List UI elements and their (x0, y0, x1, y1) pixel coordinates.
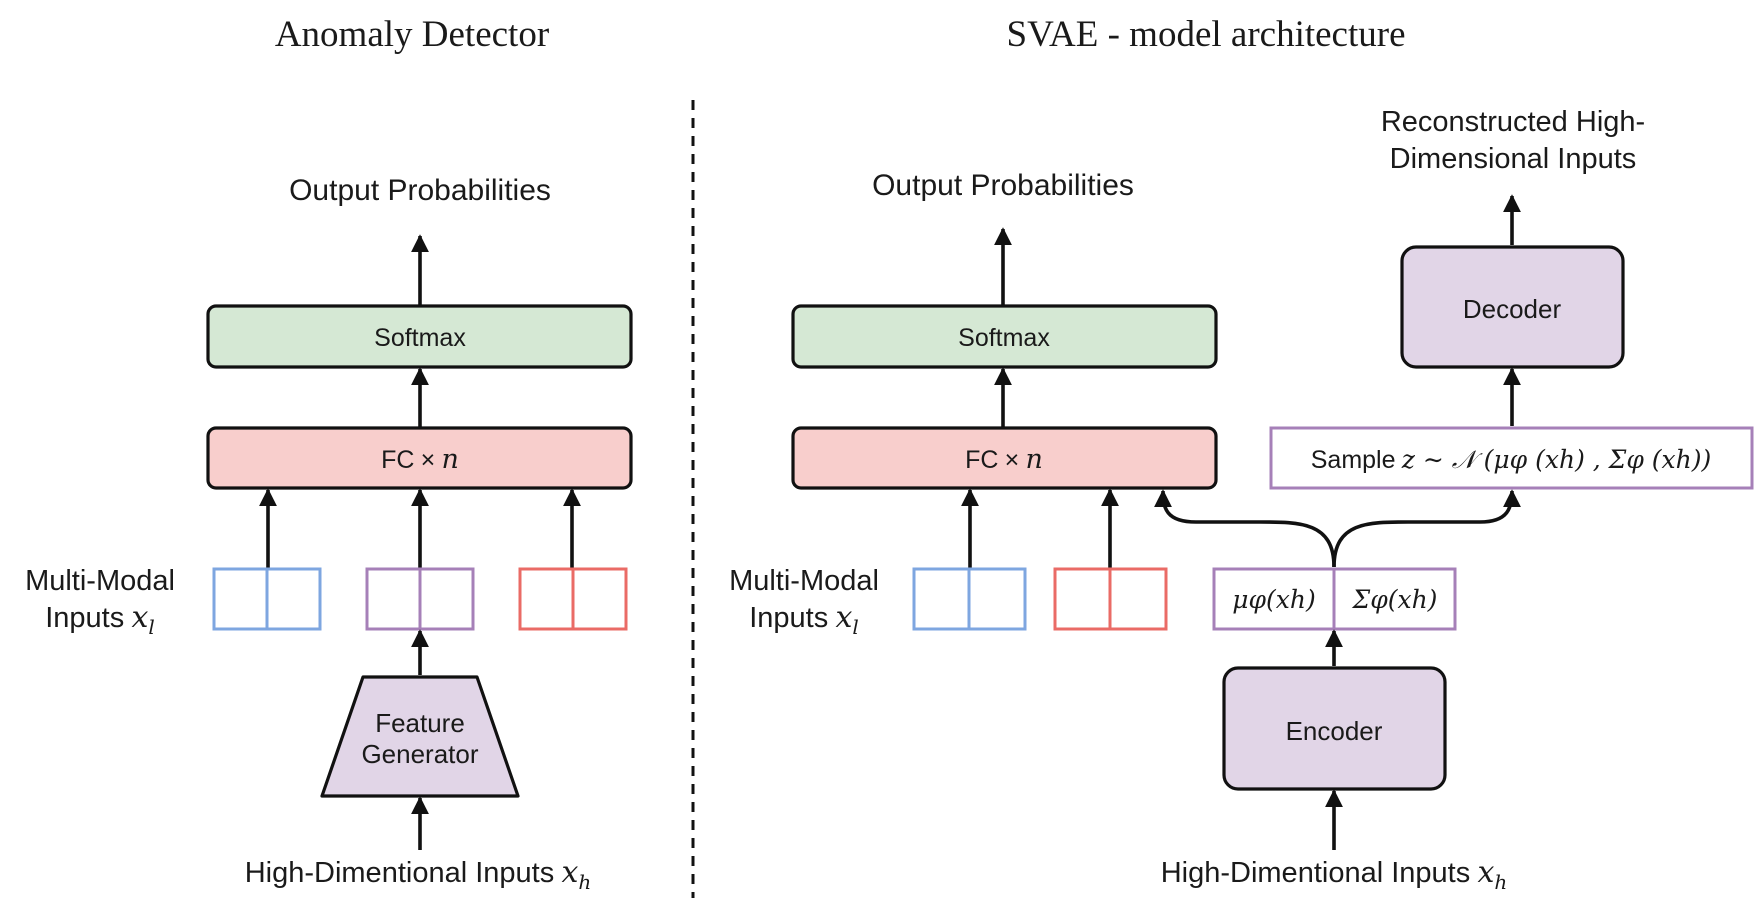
right-softmax-box (791, 304, 1218, 369)
right-fc-label: FC (965, 446, 998, 474)
right-modal-box-red (1053, 567, 1168, 631)
left-multimodal-var: x (131, 600, 148, 635)
left-fc-box (206, 426, 633, 490)
right-title: SVAE - model architecture (1007, 14, 1406, 55)
feature-generator-box (320, 675, 520, 798)
left-multimodal-sub: l (148, 615, 154, 639)
left-fc-times: × (421, 446, 436, 474)
left-bottom-var: x (561, 855, 578, 890)
left-multimodal-line1: Multi-Modal (25, 565, 175, 597)
encoder-box (1222, 666, 1447, 791)
left-softmax-box (206, 304, 633, 369)
left-modal-box-red (518, 567, 628, 631)
left-bottom-sub: h (578, 870, 591, 894)
right-bottom-sub: h (1494, 870, 1507, 894)
left-modal-box-blue (212, 567, 322, 631)
right-fc-n: n (1026, 444, 1043, 475)
right-multimodal-var: x (835, 600, 852, 635)
right-softmax-label: Softmax (958, 324, 1050, 352)
right-fc-text: FC × n (965, 444, 1043, 475)
right-fc-box (791, 426, 1218, 490)
left-bottom-text: High-Dimentional Inputs (245, 857, 554, 889)
left-multimodal-line2: Inputs xl (45, 600, 155, 639)
reconstructed-line2: Dimensional Inputs (1390, 143, 1637, 175)
feature-generator-line2: Generator (361, 739, 478, 769)
feature-generator-line1: Feature (375, 708, 465, 738)
right-bottom-text: High-Dimentional Inputs (1161, 857, 1470, 889)
left-fc-label: FC (381, 446, 414, 474)
curve-arrow-to-sample (1332, 489, 1521, 568)
sample-word: Sample (1311, 446, 1396, 474)
decoder-label: Decoder (1463, 294, 1562, 324)
left-output-label: Output Probabilities (289, 174, 551, 207)
right-output-label: Output Probabilities (872, 169, 1134, 202)
left-multimodal-inputs: Inputs (45, 602, 124, 634)
right-multimodal-sub: l (852, 615, 858, 639)
mu-label: μφ(xh) (1232, 585, 1315, 614)
right-bottom-var: x (1477, 855, 1494, 890)
sample-text: Sample z ∼ 𝒩 (μφ (xh) , Σφ (xh)) (1311, 445, 1712, 474)
right-multimodal-line1: Multi-Modal (729, 565, 879, 597)
right-bottom-label: High-Dimentional Inputs xh (1161, 855, 1508, 894)
right-multimodal-inputs: Inputs (749, 602, 828, 634)
left-modal-box-purple (365, 567, 475, 631)
decoder-box (1400, 245, 1625, 369)
sigma-label: Σφ(xh) (1352, 585, 1438, 614)
right-modal-box-blue (912, 567, 1027, 631)
right-fc-times: × (1005, 446, 1020, 474)
sample-formula: z ∼ 𝒩 (μφ (xh) , Σφ (xh)) (1401, 445, 1712, 474)
curve-arrow-to-fc (1154, 489, 1336, 568)
right-multimodal-line2: Inputs xl (749, 600, 859, 639)
encoder-label: Encoder (1286, 716, 1383, 746)
left-title: Anomaly Detector (275, 14, 549, 55)
left-softmax-label: Softmax (374, 324, 466, 352)
sample-box (1269, 426, 1754, 490)
mu-sigma-box (1212, 567, 1457, 631)
left-bottom-label: High-Dimentional Inputs xh (245, 855, 592, 894)
reconstructed-line1: Reconstructed High- (1381, 106, 1645, 138)
left-fc-n: n (442, 444, 459, 475)
left-fc-text: FC × n (381, 444, 459, 475)
